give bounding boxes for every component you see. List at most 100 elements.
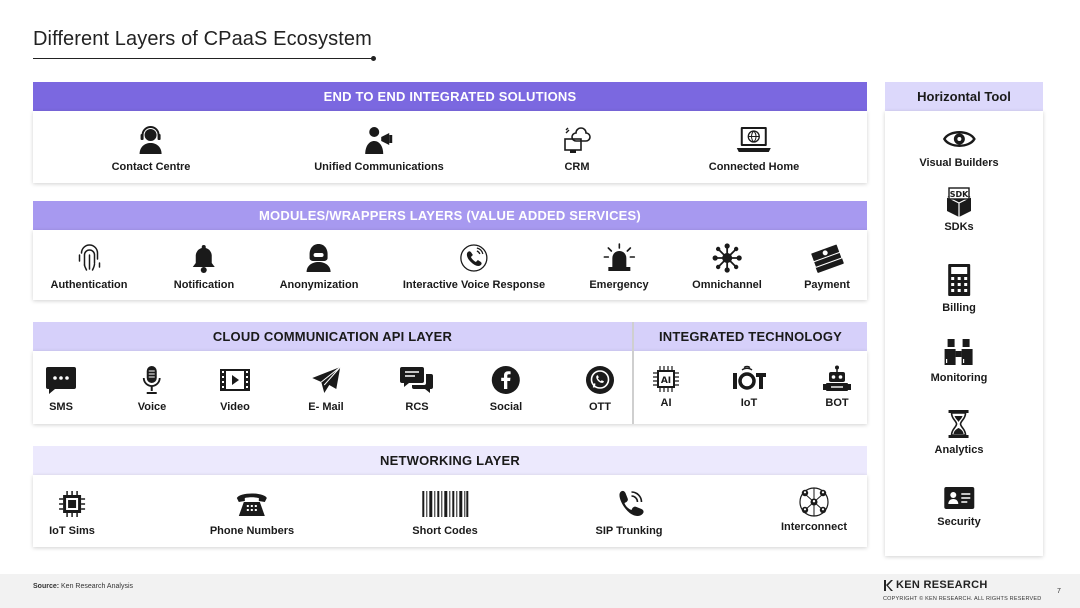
source-text: Ken Research Analysis [61,583,133,590]
sdk-box-icon: SDK [946,187,972,217]
item-video: Video [219,365,251,413]
title-underline-dot [371,56,376,61]
binoculars-icon [944,339,973,365]
item-label: Phone Numbers [209,525,295,537]
horizontal-tool-header: Horizontal Tool [885,82,1043,111]
hooded-person-icon [307,244,331,272]
people-network-icon [799,487,829,517]
item-analytics: Analytics [934,409,984,456]
item-label: Anonymization [279,279,359,291]
item-label: Authentication [50,279,128,291]
siren-icon [603,243,635,271]
barcode-icon [422,491,468,517]
item-label: Monitoring [930,372,988,384]
item-billing: Billing [942,263,976,314]
modules-card: Authentication Notification Anonymizatio… [33,230,867,300]
brand-name: KEN RESEARCH [896,579,988,591]
item-label: Security [937,516,981,528]
item-label: IoT Sims [49,525,95,537]
item-label: Billing [942,302,976,314]
item-label: SDKs [944,221,974,233]
item-label: E- Mail [308,401,344,413]
item-bot: BOT [822,365,852,409]
cloud-monitor-icon [564,127,591,153]
item-label: Visual Builders [919,157,999,169]
item-label: Social [489,401,523,413]
item-label: Contact Centre [111,161,191,173]
item-label: RCS [405,401,429,413]
item-label: Short Codes [412,525,478,537]
item-label: IoT [740,397,758,409]
item-visual-builders: Visual Builders [919,127,999,169]
item-label: Analytics [934,444,984,456]
item-sdks: SDK SDKs [943,187,975,233]
item-label: Connected Home [708,161,800,173]
fingerprint-icon [78,244,100,271]
page-number: 7 [1057,588,1061,595]
item-short-codes: Short Codes [412,489,478,537]
item-label: Emergency [589,279,649,291]
brand-logo: KEN RESEARCH [883,579,988,591]
copyright-text: COPYRIGHT © KEN RESEARCH. ALL RIGHTS RES… [883,596,1042,602]
video-film-icon [220,369,250,391]
item-payment: Payment [804,243,850,291]
item-iot: IoT [732,365,766,409]
item-crm: CRM [562,125,592,173]
eye-icon [942,131,976,147]
chat-bubbles-icon [400,367,433,393]
chip-icon [59,491,85,517]
chat-bubble-icon [46,367,76,394]
cloud-api-header: CLOUD COMMUNICATION API LAYER [33,322,632,351]
item-label: Voice [137,401,167,413]
title-underline [33,58,373,59]
phone-signal-icon [460,244,488,272]
item-label: Interconnect [780,521,848,533]
item-emergency: Emergency [589,243,649,291]
calculator-icon [947,264,970,296]
microphone-icon [143,366,161,394]
svg-text:AI: AI [661,376,671,386]
network-hub-icon [712,243,742,273]
item-label: BOT [825,397,849,409]
item-notification: Notification [173,243,235,291]
source-label: Source: [33,583,60,590]
item-label: CRM [564,161,590,173]
item-interactive-voice-response: Interactive Voice Response [403,243,545,291]
svg-text:SDK: SDK [950,190,969,199]
end-to-end-card: Contact Centre Unified Communications CR… [33,111,867,183]
item-phone-numbers: Phone Numbers [210,489,294,537]
item-monitoring: Monitoring [930,337,988,384]
networking-header: NETWORKING LAYER [33,446,867,475]
item-label: OTT [589,401,611,413]
item-authentication: Authentication [51,243,128,291]
item-label: AI [660,397,672,409]
ken-research-logo-icon [884,579,893,591]
item-social: Social [490,365,522,413]
facebook-icon [492,366,520,394]
desk-phone-icon [236,493,267,516]
item-security: Security [937,486,981,528]
end-to-end-header: END TO END INTEGRATED SOLUTIONS [33,82,867,111]
headset-agent-icon [140,126,162,154]
ai-chip-icon: AI [653,366,679,392]
paper-plane-icon [311,366,341,393]
item-label: Video [220,401,250,413]
item-ai: AI AI [651,365,681,409]
item-anonymization: Anonymization [279,243,359,291]
networking-card: IoT Sims Phone Numbers Short Codes [33,475,867,547]
bell-icon [193,245,215,273]
item-label: Interactive Voice Response [402,279,546,291]
item-rcs: RCS [400,365,434,413]
item-label: Omnichannel [692,279,762,291]
modules-header: MODULES/WRAPPERS LAYERS (VALUE ADDED SER… [33,201,867,230]
money-stack-icon [810,243,844,273]
item-label: SIP Trunking [595,525,663,537]
item-interconnect: Interconnect [781,485,847,533]
horizontal-tool-card: Visual Builders SDK SDKs Billing [885,111,1043,556]
id-card-icon [943,487,974,509]
item-label: Notification [173,279,235,291]
item-email: E- Mail [308,365,344,413]
hourglass-icon [948,410,969,438]
item-label: SMS [49,401,73,413]
robot-icon [823,365,851,391]
